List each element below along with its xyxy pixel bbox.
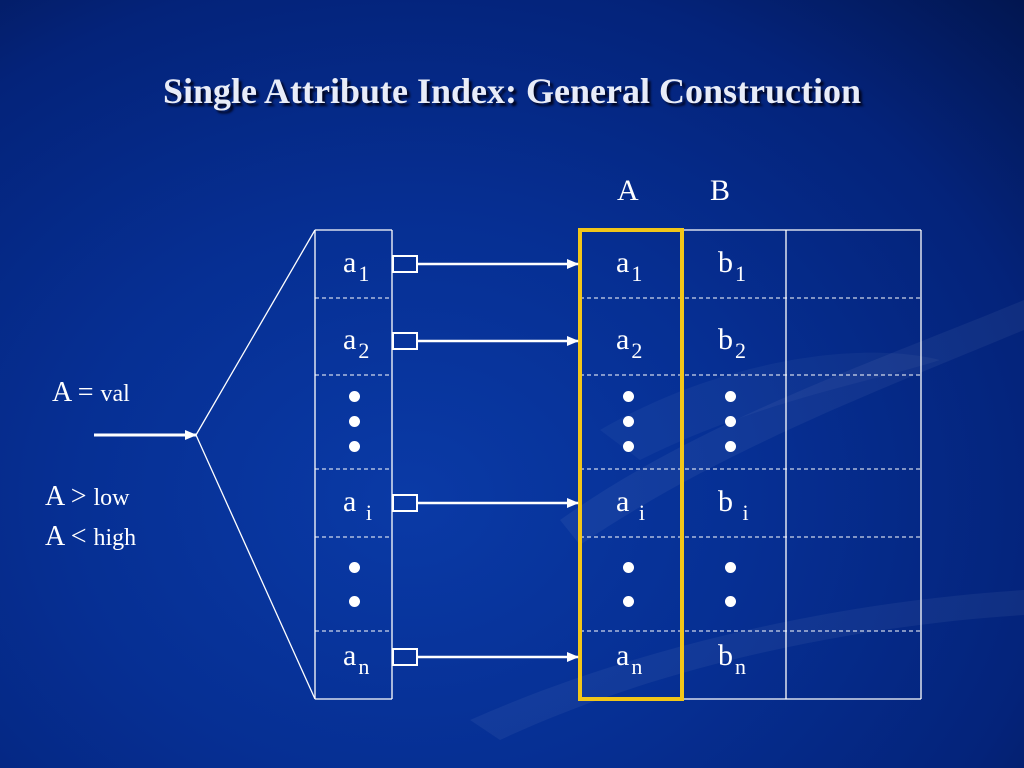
ellipsis-dot: [349, 391, 360, 402]
table-cell-a: a2: [616, 323, 643, 363]
ellipsis-dot: [725, 416, 736, 427]
index-key: an: [343, 639, 370, 679]
pointer-box: [392, 255, 418, 273]
ellipsis-dot: [623, 391, 634, 402]
ellipsis-dot: [349, 416, 360, 427]
table-cell-a: a i: [616, 485, 645, 525]
table-cell-b: b1: [718, 246, 746, 286]
pointer-box: [392, 332, 418, 350]
ellipsis-dot: [623, 441, 634, 452]
ellipsis-dot: [349, 596, 360, 607]
table-cell-b: bn: [718, 639, 746, 679]
index-key: a2: [343, 323, 370, 363]
ellipsis-dot: [623, 416, 634, 427]
table-cell-a: a1: [616, 246, 643, 286]
ellipsis-dot: [349, 441, 360, 452]
equality-condition: A = val: [52, 377, 130, 408]
ellipsis-dot: [725, 441, 736, 452]
fan-line-bottom: [195, 434, 316, 700]
ellipsis-dot: [725, 562, 736, 573]
ellipsis-dot: [349, 562, 360, 573]
index-key: a1: [343, 246, 370, 286]
column-header-a: A: [617, 174, 639, 207]
ellipsis-dot: [623, 562, 634, 573]
index-key: a i: [343, 485, 372, 525]
ellipsis-dot: [725, 391, 736, 402]
table-cell-b: b i: [718, 485, 749, 525]
range-condition-upper: A < high: [45, 521, 137, 552]
column-a-highlight: [578, 228, 684, 701]
table-structure: [580, 229, 922, 700]
table-cell-a: an: [616, 639, 643, 679]
ellipsis-dot: [623, 596, 634, 607]
ellipsis-dot: [725, 596, 736, 607]
slide-title: Single Attribute Index: General Construc…: [163, 71, 861, 111]
index-structure: [314, 229, 393, 700]
pointer-box: [392, 494, 418, 512]
fan-line-top: [195, 229, 316, 436]
pointer-box: [392, 648, 418, 666]
table-cell-b: b2: [718, 323, 746, 363]
column-header-b: B: [710, 174, 731, 207]
range-condition-lower: A > low: [45, 481, 130, 512]
